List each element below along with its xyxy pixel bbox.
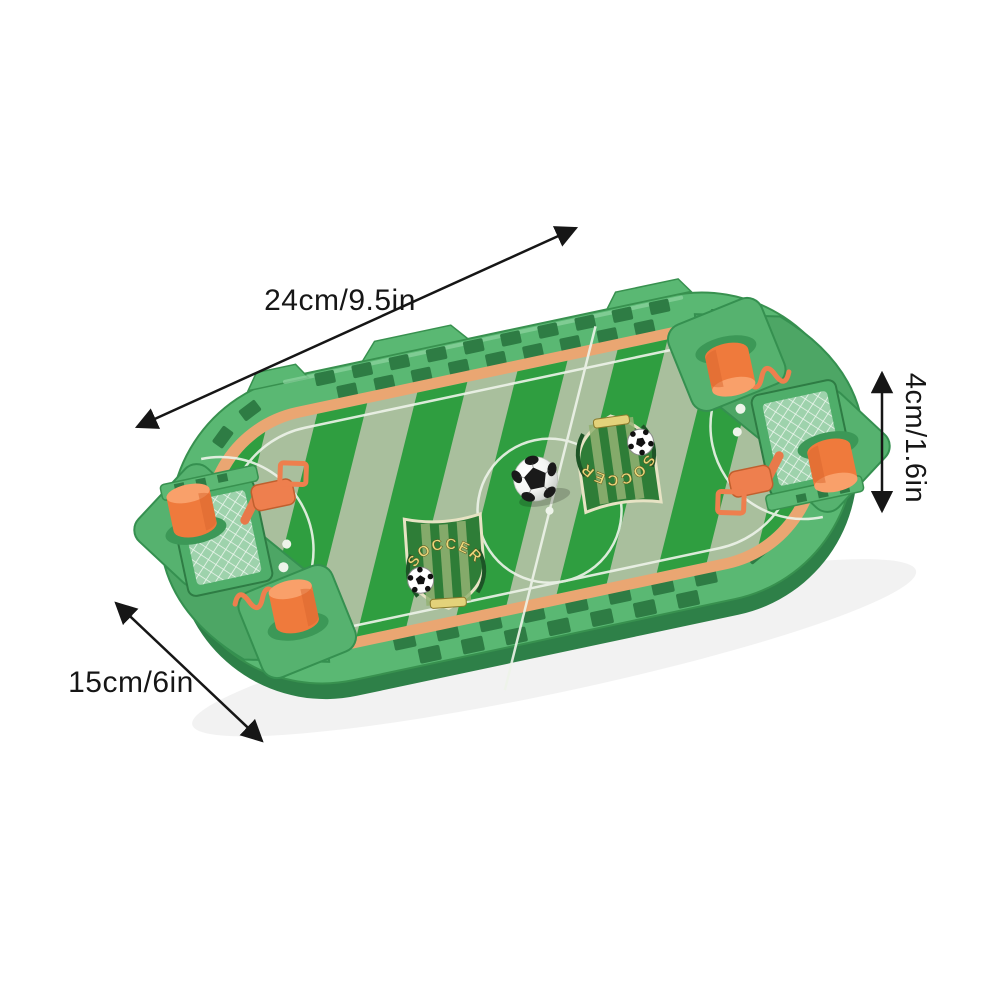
length-arrow: [134, 226, 579, 429]
penalty-spot-left: [282, 539, 292, 549]
team-badge-right: SOCCER: [576, 414, 663, 515]
soccer-ball: [511, 455, 571, 507]
dimension-annotations: 24cm/9.5in 15cm/6in 4cm/1.6in: [68, 226, 931, 743]
height-label: 4cm/1.6in: [899, 373, 931, 503]
launcher[interactable]: [235, 457, 316, 525]
width-label: 15cm/6in: [68, 666, 194, 699]
badge-ball-icon: [407, 566, 435, 594]
center-spot: [545, 506, 554, 515]
width-arrow: [114, 601, 264, 743]
spare-ball-white: [278, 562, 289, 573]
badge-ball-icon: [627, 428, 655, 456]
tabletop-soccer-game: SOCCER SOCCER: [133, 0, 917, 737]
team-badge-left: SOCCER: [403, 511, 487, 610]
penalty-spot-right: [732, 427, 742, 437]
length-label: 24cm/9.5in: [264, 284, 416, 317]
